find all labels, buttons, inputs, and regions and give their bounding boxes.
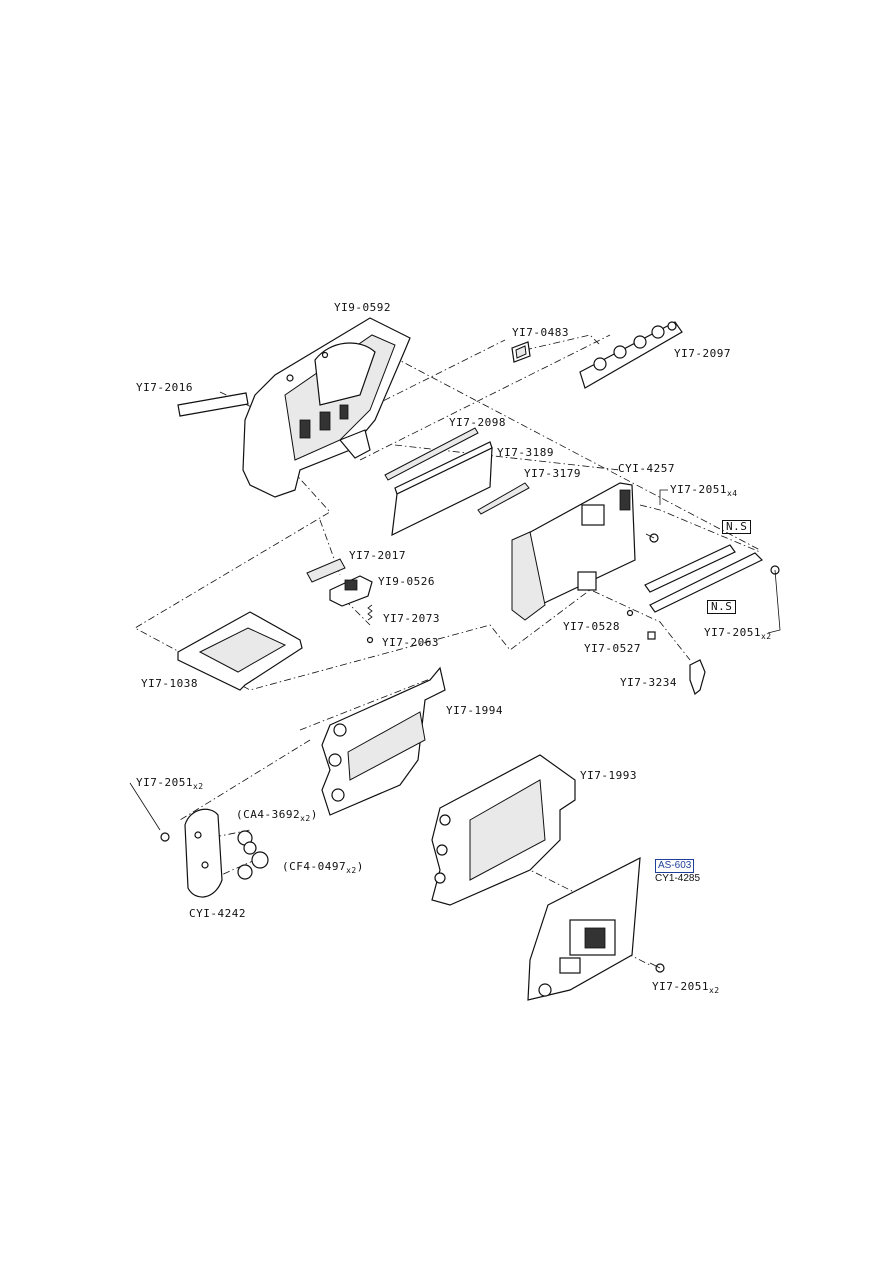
front-panel-housing	[242, 317, 411, 498]
label-y17-3234: YI7-3234	[620, 676, 677, 689]
chassis-1994	[321, 666, 446, 816]
jack-bracket-2097	[579, 321, 683, 389]
label-y17-2073: YI7-2073	[383, 612, 440, 625]
label-y17-0483: YI7-0483	[512, 326, 569, 339]
label-ca4-3692: (CA4-3692x2)	[236, 808, 318, 823]
ns-brackets	[644, 544, 781, 634]
assembly-box-as-603: AS-603	[655, 859, 695, 873]
label-y17-3189: YI7-3189	[497, 446, 554, 459]
label-cy1-4242: CYI-4242	[189, 907, 246, 920]
part-0483	[511, 341, 531, 363]
strip-3179	[477, 482, 530, 515]
plate-4242	[129, 782, 269, 898]
label-y17-2016: YI7-2016	[136, 381, 193, 394]
label-ns-1: N.S	[722, 520, 752, 534]
screw-2051-x4	[645, 489, 668, 543]
label-y17-1994: YI7-1994	[446, 704, 503, 717]
label-cf4-0497: (CF4-0497x2)	[282, 860, 364, 875]
label-y17-2051-x2-left: YI7-2051x2	[136, 776, 204, 791]
label-y17-1993: YI7-1993	[580, 769, 637, 782]
strip-2016	[177, 392, 249, 417]
label-y17-0528: YI7-0528	[563, 620, 620, 633]
label-cy1-4285: CY1-4285	[655, 873, 701, 884]
screw-2051-bottom	[649, 962, 665, 973]
label-y17-2063: YI7-2063	[382, 636, 439, 649]
label-y19-0592: YI9-0592	[334, 301, 391, 314]
label-y17-2098: YI7-2098	[449, 416, 506, 429]
switch-0526	[329, 575, 373, 607]
leader-lines	[134, 334, 761, 966]
small-parts-0528-0527-3234	[626, 609, 706, 695]
panel-3189	[391, 441, 493, 537]
label-y17-2097: YI7-2097	[674, 347, 731, 360]
label-ns-2: N.S	[707, 600, 737, 614]
label-y17-2051-x2-right: YI7-2051x2	[704, 626, 772, 641]
ball-2063	[366, 636, 374, 644]
label-y17-2051-x4: YI7-2051x4	[670, 483, 738, 498]
label-y17-2017: YI7-2017	[349, 549, 406, 562]
label-y17-3179: YI7-3179	[524, 467, 581, 480]
strip-2098	[384, 427, 479, 481]
label-y17-2051-x2-bottom: YI7-2051x2	[652, 980, 720, 995]
spring-2073	[367, 604, 373, 621]
label-2017	[306, 558, 346, 583]
label-y17-1038: YI7-1038	[141, 677, 198, 690]
label-y17-0527: YI7-0527	[584, 642, 641, 655]
label-cy1-4257: CYI-4257	[618, 462, 675, 475]
board-4285	[527, 856, 641, 1001]
chassis-1993	[431, 754, 576, 906]
label-y19-0526: YI9-0526	[378, 575, 435, 588]
frame-1038	[177, 611, 303, 691]
board-4257	[511, 482, 636, 621]
